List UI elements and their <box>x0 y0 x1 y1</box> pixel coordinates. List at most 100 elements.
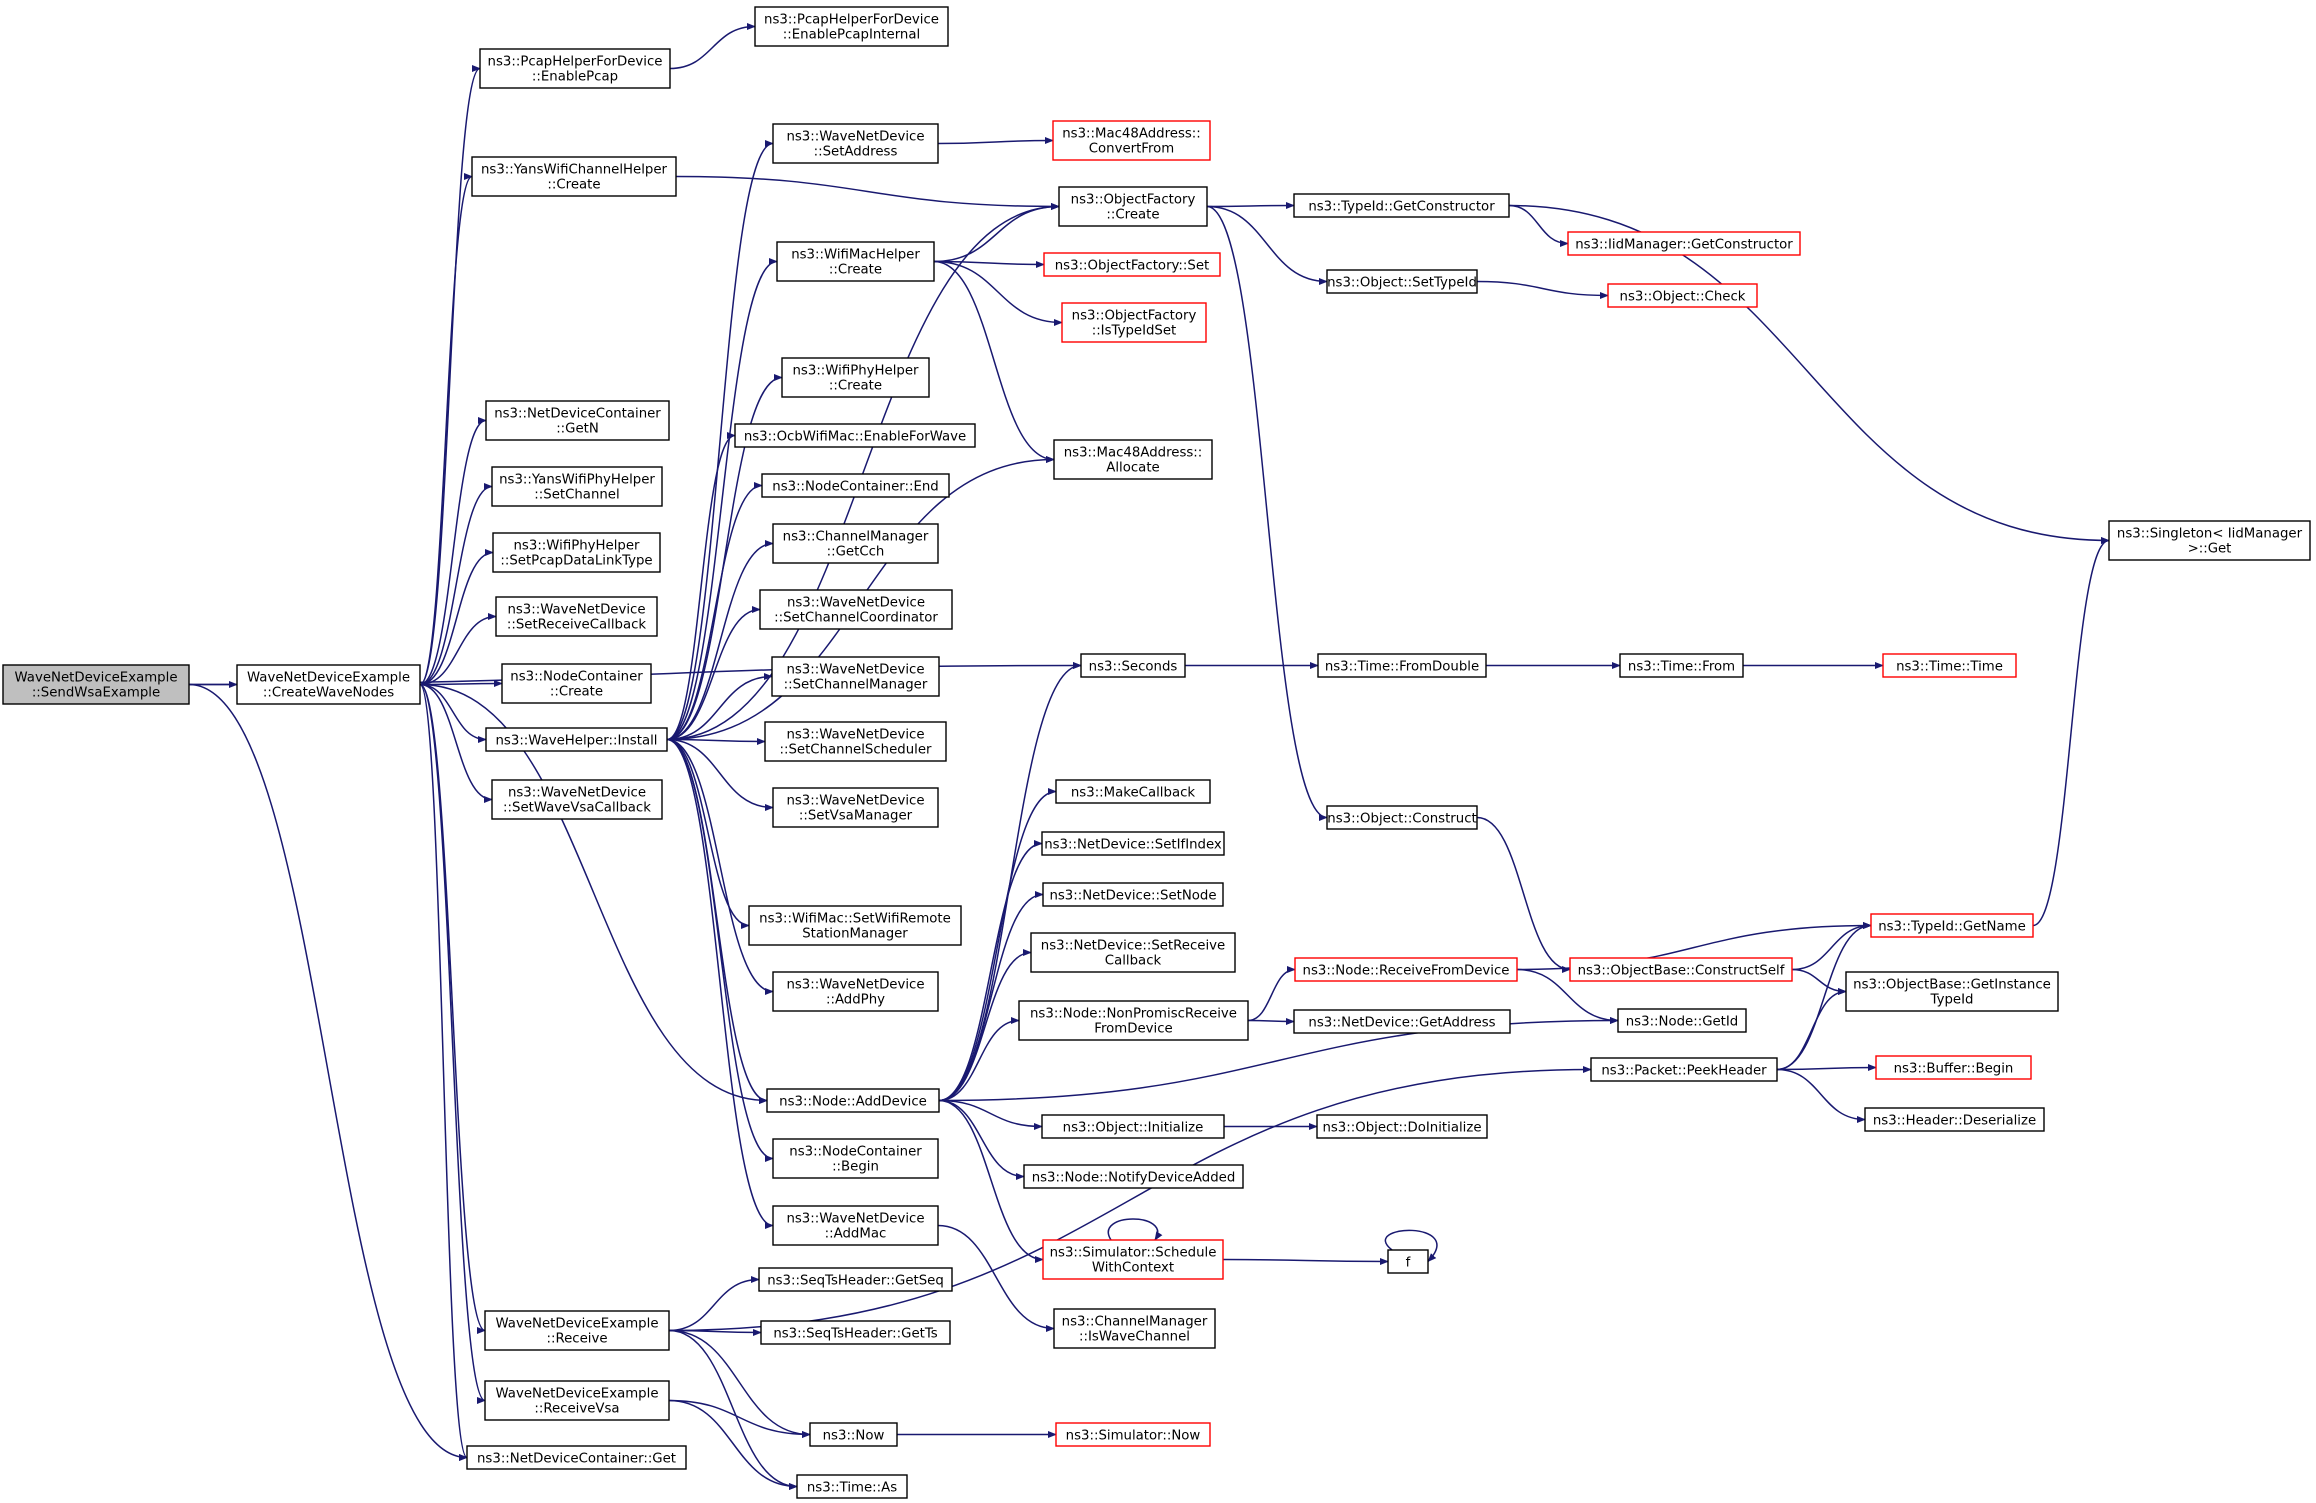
node-getaddr[interactable]: ns3::NetDevice::GetAddress <box>1293 1009 1511 1034</box>
edge-schedctx-to-schedctx <box>1107 1218 1163 1241</box>
node-label: ::Begin <box>832 1160 879 1175</box>
node-construct[interactable]: ns3::Object::Construct <box>1326 805 1478 830</box>
node-phypcap[interactable]: ns3::WifiPhyHelper::SetPcapDataLinkType <box>492 532 661 573</box>
node-yansphy[interactable]: ns3::YansWifiPhyHelper::SetChannel <box>491 466 663 507</box>
edge-macc-to-ofistid <box>933 260 1063 327</box>
node-ofistid[interactable]: ns3::ObjectFactory::IsTypeIdSet <box>1061 302 1207 343</box>
node-pcapint[interactable]: ns3::PcapHelperForDevice::EnablePcapInte… <box>754 6 949 47</box>
node-iswave[interactable]: ns3::ChannelManager::IsWaveChannel <box>1053 1308 1216 1349</box>
node-ncc[interactable]: ns3::NodeContainer::Create <box>501 663 652 704</box>
node-seconds[interactable]: ns3::Seconds <box>1080 653 1186 678</box>
node-wndvm[interactable]: ns3::WaveNetDevice::SetVsaManager <box>772 787 939 828</box>
node-timefrom[interactable]: ns3::Time::From <box>1619 653 1744 678</box>
node-fromdouble[interactable]: ns3::Time::FromDouble <box>1317 653 1487 678</box>
node-simnow[interactable]: ns3::Simulator::Now <box>1055 1422 1211 1447</box>
node-box <box>760 1320 951 1345</box>
node-getname[interactable]: ns3::TypeId::GetName <box>1870 913 2034 938</box>
node-install[interactable]: ns3::WaveHelper::Install <box>485 727 668 752</box>
edge-adddev-to-objinit <box>938 1099 1043 1131</box>
node-label: ns3::Now <box>823 1429 885 1444</box>
node-timeas[interactable]: ns3::Time::As <box>796 1474 908 1499</box>
node-adddev[interactable]: ns3::Node::AddDevice <box>766 1088 940 1113</box>
node-addmac[interactable]: ns3::WaveNetDevice::AddMac <box>772 1205 939 1246</box>
node-settypeid[interactable]: ns3::Object::SetTypeId <box>1326 269 1478 294</box>
node-rsm[interactable]: ns3::WifiMac::SetWifiRemoteStationManage… <box>748 905 962 946</box>
node-box <box>1043 252 1221 277</box>
node-addphy[interactable]: ns3::WaveNetDevice::AddPhy <box>772 971 939 1012</box>
edge-peek-to-bufbegin <box>1776 1063 1877 1072</box>
node-pcap[interactable]: ns3::PcapHelperForDevice::EnablePcap <box>479 48 671 89</box>
node-box <box>759 589 953 630</box>
node-getseq[interactable]: ns3::SeqTsHeader::GetSeq <box>758 1267 953 1292</box>
node-now[interactable]: ns3::Now <box>809 1422 898 1447</box>
node-bufbegin[interactable]: ns3::Buffer::Begin <box>1875 1055 2032 1080</box>
node-label: ::SetChannelScheduler <box>780 743 932 758</box>
node-ofset[interactable]: ns3::ObjectFactory::Set <box>1043 252 1221 277</box>
node-macconv[interactable]: ns3::Mac48Address::ConvertFrom <box>1052 120 1211 161</box>
node-yanschan[interactable]: ns3::YansWifiChannelHelper::Create <box>471 156 677 197</box>
node-label: ::CreateWaveNodes <box>263 686 394 701</box>
node-objcheck[interactable]: ns3::Object::Check <box>1607 283 1758 308</box>
node-setrcb[interactable]: ns3::NetDevice::SetReceiveCallback <box>1030 932 1236 973</box>
edge-cwn-to-phypcap <box>419 548 494 686</box>
node-setif[interactable]: ns3::NetDevice::SetIfIndex <box>1041 831 1225 856</box>
edge-cwn-to-yanschan <box>419 173 473 686</box>
node-box <box>1617 1008 1747 1033</box>
node-doinit[interactable]: ns3::Object::DoInitialize <box>1316 1114 1488 1139</box>
node-wndcc[interactable]: ns3::WaveNetDevice::SetChannelCoordinato… <box>759 589 953 630</box>
node-f[interactable]: f <box>1387 1249 1429 1274</box>
node-wndvsa[interactable]: ns3::WaveNetDevice::SetWaveVsaCallback <box>491 779 663 820</box>
node-box <box>1845 971 2059 1012</box>
node-recvvsa[interactable]: WaveNetDeviceExample::ReceiveVsa <box>484 1380 670 1421</box>
node-cwn[interactable]: WaveNetDeviceExample::CreateWaveNodes <box>236 664 421 705</box>
node-label: ns3::WifiMac::SetWifiRemote <box>759 912 951 927</box>
edge-settypeid-to-objcheck <box>1476 280 1609 300</box>
node-ofcreate[interactable]: ns3::ObjectFactory::Create <box>1058 186 1208 227</box>
node-root[interactable]: WaveNetDeviceExample::SendWsaExample <box>2 664 190 705</box>
node-macc[interactable]: ns3::WifiMacHelper::Create <box>776 241 935 282</box>
node-box <box>1053 439 1213 480</box>
node-wndcm[interactable]: ns3::WaveNetDevice::SetChannelManager <box>771 656 940 697</box>
node-setnode[interactable]: ns3::NetDevice::SetNode <box>1042 882 1224 907</box>
node-label: WithContext <box>1092 1261 1174 1276</box>
node-ocb[interactable]: ns3::OcbWifiMac::EnableForWave <box>734 423 976 448</box>
node-constself[interactable]: ns3::ObjectBase::ConstructSelf <box>1569 957 1793 982</box>
node-box <box>466 1445 687 1470</box>
node-objinit[interactable]: ns3::Object::Initialize <box>1041 1114 1225 1139</box>
node-setaddr[interactable]: ns3::WaveNetDevice::SetAddress <box>772 123 939 164</box>
node-ndcgetn[interactable]: ns3::NetDeviceContainer::GetN <box>485 400 670 441</box>
node-label: ns3::Object::Construct <box>1327 812 1476 827</box>
node-macalloc[interactable]: ns3::Mac48Address::Allocate <box>1053 439 1213 480</box>
node-label: ns3::NetDevice::SetReceive <box>1041 939 1225 954</box>
node-ncbegin[interactable]: ns3::NodeContainer::Begin <box>772 1138 939 1179</box>
node-wndrecv[interactable]: ns3::WaveNetDevice::SetReceiveCallback <box>495 596 658 637</box>
node-label: FromDevice <box>1094 1022 1172 1037</box>
node-notify[interactable]: ns3::Node::NotifyDeviceAdded <box>1023 1164 1244 1189</box>
node-cmcch[interactable]: ns3::ChannelManager::GetCch <box>772 523 939 564</box>
node-label: ns3::NetDevice::GetAddress <box>1308 1016 1495 1031</box>
node-box <box>1294 957 1518 982</box>
node-getid[interactable]: ns3::Node::GetId <box>1617 1008 1747 1033</box>
node-label: ::EnablePcapInternal <box>783 28 920 43</box>
node-ndcget[interactable]: ns3::NetDeviceContainer::Get <box>466 1445 687 1470</box>
node-makecb[interactable]: ns3::MakeCallback <box>1055 779 1211 804</box>
node-getts[interactable]: ns3::SeqTsHeader::GetTs <box>760 1320 951 1345</box>
node-recvfromdev[interactable]: ns3::Node::ReceiveFromDevice <box>1294 957 1518 982</box>
node-phyc[interactable]: ns3::WifiPhyHelper::Create <box>781 357 930 398</box>
node-ncend[interactable]: ns3::NodeContainer::End <box>761 473 950 498</box>
node-peek[interactable]: ns3::Packet::PeekHeader <box>1590 1057 1778 1082</box>
node-deser[interactable]: ns3::Header::Deserialize <box>1864 1107 2045 1132</box>
node-box <box>772 787 939 828</box>
node-label: ::EnablePcap <box>532 70 618 85</box>
node-wndcs[interactable]: ns3::WaveNetDevice::SetChannelScheduler <box>764 721 947 762</box>
edge-getname-to-singleton <box>2032 536 2110 927</box>
node-box <box>1058 186 1208 227</box>
node-getctor[interactable]: ns3::TypeId::GetConstructor <box>1293 193 1510 218</box>
node-iidctor[interactable]: ns3::IidManager::GetConstructor <box>1567 231 1801 256</box>
node-receive[interactable]: WaveNetDeviceExample::Receive <box>484 1310 670 1351</box>
node-singleton[interactable]: ns3::Singleton< IidManager >::Get <box>2108 520 2311 561</box>
node-timetime[interactable]: ns3::Time::Time <box>1882 653 2017 678</box>
